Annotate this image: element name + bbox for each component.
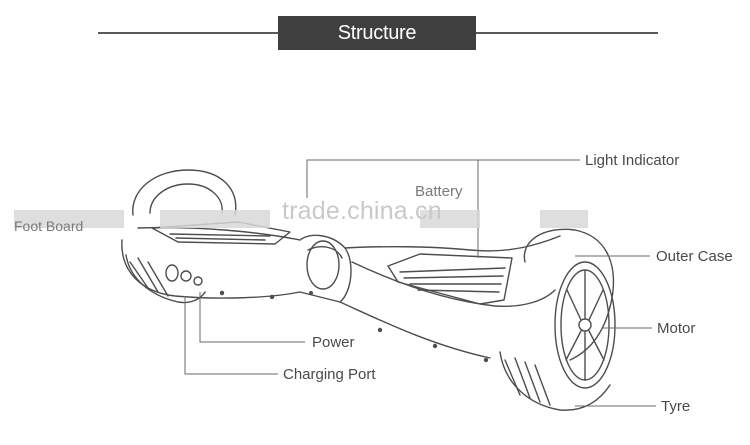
label-charging-port: Charging Port bbox=[283, 366, 376, 383]
left-fender-inner bbox=[149, 183, 223, 214]
right-foot-pad bbox=[387, 253, 513, 305]
leader-power bbox=[199, 292, 305, 343]
left-tyre bbox=[125, 254, 206, 304]
power-button-shape bbox=[180, 270, 192, 282]
label-foot-board: Foot Board bbox=[14, 218, 84, 234]
header-rule-left bbox=[98, 32, 278, 34]
leader-light-indicator bbox=[306, 159, 580, 198]
left-fender bbox=[132, 169, 237, 216]
label-light-indicator: Light Indicator bbox=[585, 152, 680, 169]
right-wheel-rim bbox=[554, 261, 616, 389]
body-top-right bbox=[344, 235, 561, 252]
label-power: Power bbox=[312, 334, 355, 351]
label-motor: Motor bbox=[657, 320, 696, 337]
center-joint bbox=[306, 240, 340, 290]
leader-charging-port bbox=[184, 296, 278, 375]
right-outer-case bbox=[523, 228, 615, 361]
structure-title-banner: Structure bbox=[278, 16, 476, 50]
label-battery: Battery bbox=[415, 183, 463, 200]
label-outer-case: Outer Case bbox=[656, 248, 733, 265]
label-tyre: Tyre bbox=[661, 398, 691, 415]
body-outline bbox=[121, 239, 491, 359]
right-tyre bbox=[499, 351, 611, 411]
watermark-text: trade.china.cn bbox=[282, 197, 442, 225]
header-rule-right bbox=[476, 32, 658, 34]
charging-port-shape bbox=[165, 264, 179, 282]
structure-title: Structure bbox=[337, 21, 417, 44]
